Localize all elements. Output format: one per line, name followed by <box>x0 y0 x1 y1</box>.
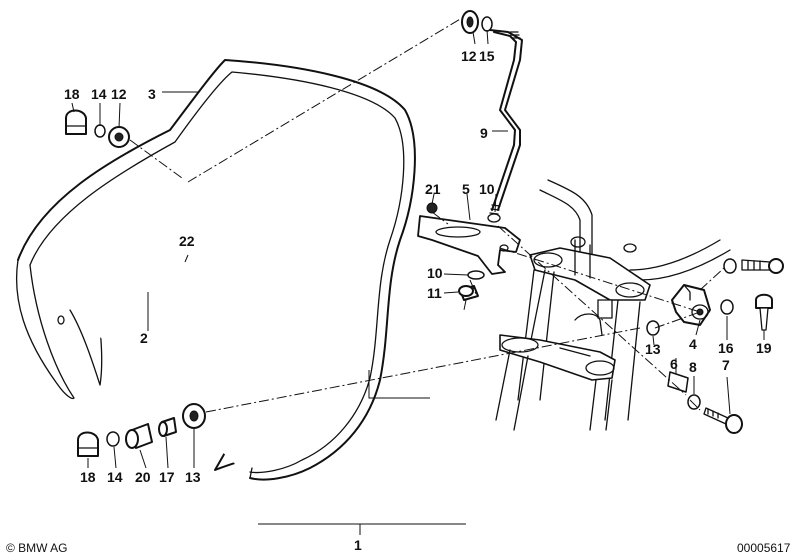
callout-14a: 14 <box>91 86 107 102</box>
callout-15: 15 <box>479 48 495 64</box>
callout-numbers: 1 2 3 4 5 6 7 8 9 10 10 11 12 12 13 13 1… <box>64 48 772 553</box>
callout-16: 16 <box>718 340 734 356</box>
copyright-text: © BMW AG <box>6 541 68 555</box>
callout-8: 8 <box>689 359 697 375</box>
front-fork <box>495 179 731 431</box>
callout-4: 4 <box>689 336 697 352</box>
leader-lines <box>71 29 765 469</box>
callout-13a: 13 <box>645 341 661 357</box>
callout-3: 3 <box>148 86 156 102</box>
callout-14b: 14 <box>107 469 123 485</box>
document-number: 00005617 <box>737 541 791 555</box>
callout-9: 9 <box>480 125 488 141</box>
mount-centre-hardware <box>426 202 485 301</box>
callout-1: 1 <box>354 537 362 553</box>
mount-left-upper <box>65 109 130 148</box>
callout-10b: 10 <box>427 265 443 281</box>
clamp-assembly <box>646 258 784 434</box>
callout-2: 2 <box>140 330 148 346</box>
rubber-mount-top <box>461 10 493 34</box>
callout-6: 6 <box>670 356 678 372</box>
callout-21: 21 <box>425 181 441 197</box>
callout-5: 5 <box>462 181 470 197</box>
callout-18a: 18 <box>64 86 80 102</box>
assembly-lines <box>129 17 725 413</box>
callout-22: 22 <box>179 233 195 249</box>
callout-20: 20 <box>135 469 151 485</box>
support-rod <box>487 29 523 223</box>
callout-17: 17 <box>159 469 175 485</box>
callout-11: 11 <box>427 285 442 301</box>
edge-protection-strip <box>15 59 416 481</box>
callout-10a: 10 <box>479 181 495 197</box>
callout-12b: 12 <box>111 86 127 102</box>
callout-13b: 13 <box>185 469 201 485</box>
callout-18b: 18 <box>80 469 96 485</box>
callout-19: 19 <box>756 340 772 356</box>
callout-12a: 12 <box>461 48 477 64</box>
assembly-bracket <box>258 523 466 535</box>
mount-left-lower <box>77 403 206 457</box>
callout-7: 7 <box>722 357 730 373</box>
